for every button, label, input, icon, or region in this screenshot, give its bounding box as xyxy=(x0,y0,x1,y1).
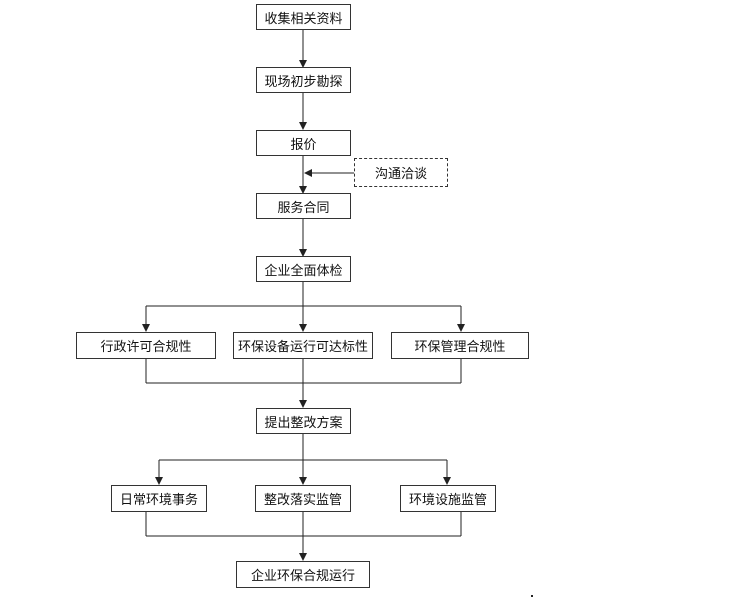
node-contract-label: 服务合同 xyxy=(277,200,330,216)
node-daily-label: 日常环境事务 xyxy=(119,493,198,508)
node-implement: 整改落实监管 xyxy=(255,485,351,512)
node-management: 环保管理合规性 xyxy=(391,332,529,359)
node-facility-label: 环境设施监管 xyxy=(408,493,487,508)
node-admin-license: 行政许可合规性 xyxy=(76,332,216,359)
node-implement-label: 整改落实监管 xyxy=(263,493,342,508)
node-quote: 报价 xyxy=(256,130,351,156)
node-admin-license-label: 行政许可合规性 xyxy=(100,340,192,355)
node-equipment-label: 环保设备运行可达标性 xyxy=(237,340,368,355)
node-negotiate: 沟通洽谈 xyxy=(354,158,448,187)
node-daily: 日常环境事务 xyxy=(111,485,207,512)
node-equipment: 环保设备运行可达标性 xyxy=(233,332,373,359)
node-plan-label: 提出整改方案 xyxy=(264,415,343,431)
node-management-label: 环保管理合规性 xyxy=(414,340,506,355)
node-collect-label: 收集相关资料 xyxy=(264,11,343,27)
node-facility: 环境设施监管 xyxy=(400,485,496,512)
node-negotiate-label: 沟通洽谈 xyxy=(374,167,427,182)
node-contract: 服务合同 xyxy=(256,193,351,219)
node-plan: 提出整改方案 xyxy=(256,408,351,434)
node-inspection: 企业全面体检 xyxy=(256,256,351,282)
node-compliance-run-label: 企业环保合规运行 xyxy=(250,569,355,584)
node-inspection-label: 企业全面体检 xyxy=(264,263,343,279)
stray-dot xyxy=(531,595,533,597)
node-compliance-run: 企业环保合规运行 xyxy=(236,561,370,588)
node-quote-label: 报价 xyxy=(290,137,317,153)
node-survey: 现场初步勘探 xyxy=(256,67,351,93)
node-survey-label: 现场初步勘探 xyxy=(264,74,343,90)
node-collect: 收集相关资料 xyxy=(256,4,351,30)
